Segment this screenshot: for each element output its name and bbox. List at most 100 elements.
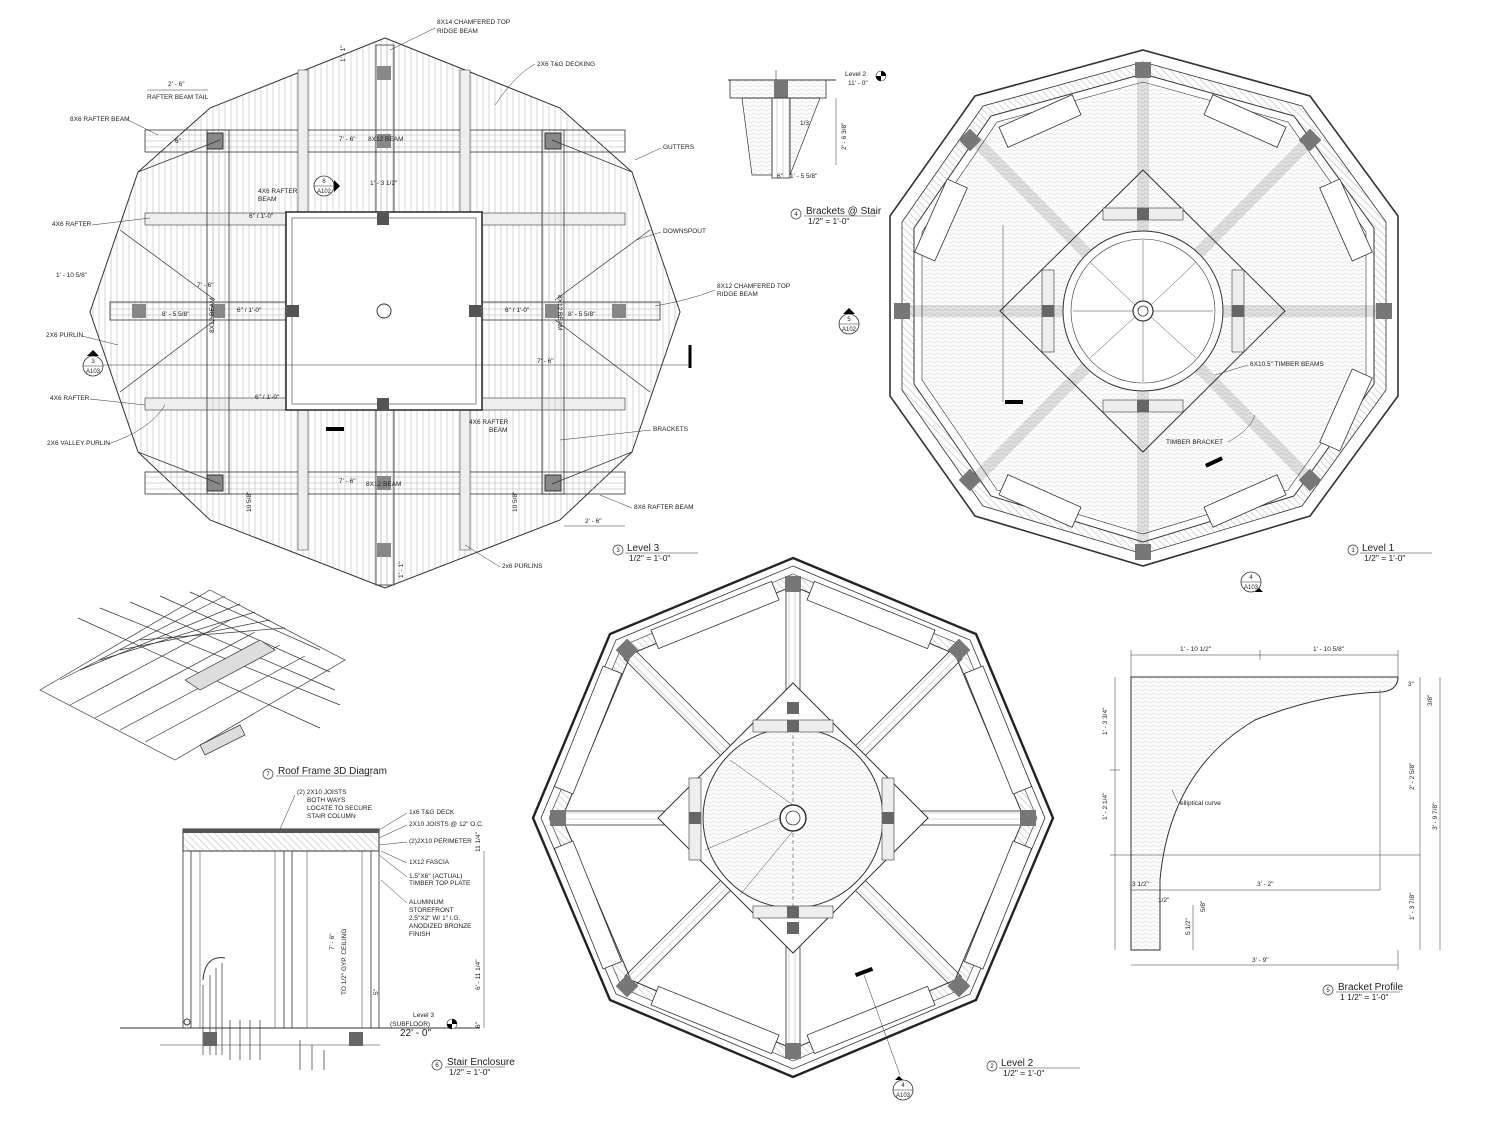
note-joists-both-2: BOTH WAYS: [307, 797, 346, 804]
stair-level-elev: 22' - 0": [400, 1028, 431, 1039]
bp-dim-3-12: 3 1/2": [1132, 881, 1149, 888]
note-store-4: ANODIZED BRONZE: [409, 923, 472, 930]
brackets-stair-detail: 2' - 6 3/8" 1' - 5 5/8" 6" 1/3 Level 2 1…: [728, 70, 887, 226]
section-tag-4a[interactable]: 4 A103: [1240, 571, 1263, 593]
title-level2-num: 2: [990, 1064, 994, 1070]
note-perimeter: (2)2X10 PERIMETER: [409, 838, 472, 845]
tag-3-sheet: A103: [86, 369, 101, 375]
title-level2-scale: 1/2" = 1'-0": [1003, 1068, 1044, 1078]
title-roof3d-num: 7: [266, 772, 270, 778]
title-bp-text: Bracket Profile: [1338, 982, 1403, 993]
dim-7-6-right: 7' - 6": [537, 358, 554, 365]
note-ridge-top-2: RIDGE BEAM: [437, 28, 478, 35]
label-beam-left: 8X12 BEAM: [209, 298, 216, 333]
note-4x6-rafter-beam-2: BEAM: [258, 196, 276, 203]
note-rafter-tail: RAFTER BEAM TAIL: [147, 94, 209, 101]
dim-8-5-right: 8' - 5 5/8": [568, 311, 596, 318]
stair-level-label: Level 2: [845, 71, 866, 78]
bp-dim-top-right: 1' - 10 5/8": [1313, 646, 1345, 653]
dim-2-6-top: 2' - 6": [168, 81, 185, 88]
section-tag-6[interactable]: 6 A102: [313, 175, 340, 197]
note-store-3: 2.5"X2" W/ 1" I.G.: [409, 915, 461, 922]
title-bp-scale: 1 1/2" = 1'-0": [1340, 992, 1389, 1002]
note-store-1: ALUMINUM: [409, 899, 444, 906]
stair-dim-6-11: 6' - 11 1/4": [475, 959, 482, 990]
title-level2: 2 Level 2 1/2" = 1'-0": [986, 1058, 1080, 1078]
stair-dim-7-6: 7' - 6": [329, 933, 336, 950]
title-brackets-stair: 4 Brackets @ Stair 1/2" = 1'-0": [790, 206, 882, 226]
note-4x6-rafter-b: 4X6 RAFTER: [50, 395, 90, 402]
stair-level-sub: (SUBFLOOR): [390, 1021, 430, 1028]
note-ridge-top: 8X14 CHAMFERED TOP: [437, 19, 510, 26]
bp-dim-58: 5/8": [1200, 900, 1207, 912]
title-roof3d: 7 Roof Frame 3D Diagram: [262, 766, 387, 780]
roof-frame-3d: 7 Roof Frame 3D Diagram: [39, 589, 387, 780]
tag-6-num: 6: [322, 179, 326, 185]
dim-6-1-0-r: 6" / 1'-0": [505, 307, 530, 314]
note-store-5: FINISH: [409, 931, 431, 938]
bp-dim-3: 3": [1408, 681, 1415, 688]
bp-dim-38: 3/8": [1427, 694, 1434, 706]
title-brackets-num: 4: [794, 212, 798, 218]
note-timber-beams: 6X10.5" TIMBER BEAMS: [1250, 361, 1324, 368]
dim-8-5-left: 8' - 5 5/8": [162, 311, 190, 318]
section-tag-5[interactable]: 5 A102: [838, 308, 860, 335]
dim-1-1-top: 1' - 1": [340, 45, 347, 62]
bp-dim-top-left: 1' - 10 1/2": [1180, 646, 1212, 653]
title-roof3d-text: Roof Frame 3D Diagram: [278, 766, 387, 777]
title-level3: 3 Level 3 1/2" = 1'-0": [612, 543, 698, 563]
dim-1-3: 1' - 3 1/2": [370, 180, 398, 187]
bp-dim-right-b: 3' - 9 7/8": [1432, 802, 1439, 830]
dim-6: 6": [175, 138, 182, 145]
section-tag-3[interactable]: 3 A103: [82, 350, 104, 377]
title-level3-num: 3: [616, 548, 620, 554]
label-beam-bottom: 8X12 BEAM: [366, 481, 401, 488]
note-deck: 1x6 T&G DECK: [409, 809, 455, 816]
note-4x6-rafter-beam: 4X6 RAFTER: [258, 188, 298, 195]
bp-dim-right-a: 2' - 2 5/8": [1409, 762, 1416, 790]
bp-dim-3-9: 3' - 9": [1252, 957, 1269, 964]
stair-dim-11-14: 11 1/4": [475, 831, 482, 852]
title-stair-text: Stair Enclosure: [447, 1057, 515, 1068]
dim-2-6-bot: 2' - 6": [585, 518, 602, 525]
stair-dim-3: 6": [777, 173, 784, 180]
dim-6-1-0-c: 6" / 1'-0": [255, 394, 280, 401]
dim-1-10: 1' - 10 5/8": [56, 272, 88, 279]
stair-dim-4: 1/3: [800, 120, 809, 127]
tag-4b-num: 4: [901, 1083, 905, 1089]
dim-7-6-bot: 7' - 6": [339, 478, 356, 485]
title-bracket-profile: 5 Bracket Profile 1 1/2" = 1'-0": [1322, 982, 1403, 1002]
note-gutters: GUTTERS: [663, 144, 695, 151]
title-level3-text: Level 3: [627, 543, 660, 554]
bp-dim-left-lower: 1' - 2 1/4": [1102, 792, 1109, 820]
note-store-2: STOREFRONT: [409, 907, 454, 914]
note-purlin: 2X6 PURLIN: [46, 332, 84, 339]
title-stair-scale: 1/2" = 1'-0": [449, 1067, 490, 1077]
note-downspout: DOWNSPOUT: [663, 228, 706, 235]
dim-7-6-top: 7' - 6": [339, 136, 356, 143]
note-joists-both-3: LOCATE TO SECURE: [307, 805, 373, 812]
note-ridge-right: 8X12 CHAMFERED TOP: [717, 283, 790, 290]
level3-plan: 8X14 CHAMFERED TOP RIDGE BEAM 2X6 T&G DE…: [46, 19, 790, 589]
note-joists-both: (2) 2X10 JOISTS: [297, 789, 347, 796]
note-joists-both-4: STAIR COLUMN: [307, 813, 356, 820]
tag-4a-num: 4: [1249, 575, 1253, 581]
bp-dim-left-upper: 1' - 3 3/4": [1102, 707, 1109, 735]
title-stair-num: 6: [435, 1063, 439, 1069]
note-ridge-right-2: RIDGE BEAM: [717, 291, 758, 298]
title-brackets-text: Brackets @ Stair: [806, 206, 882, 217]
dim-10-5-l: 10 5/8": [246, 491, 253, 512]
stair-enclosure-section: (2) 2X10 JOISTS BOTH WAYS LOCATE TO SECU…: [120, 789, 515, 1077]
title-level1: 1 Level 1 1/2" = 1'-0": [1347, 543, 1432, 563]
title-level1-scale: 1/2" = 1'-0": [1364, 553, 1405, 563]
level2-plan: 4 A103 2 Level 2 1/2" = 1'-0": [531, 556, 1080, 1101]
bp-dim-5-12: 5 1/2": [1185, 918, 1192, 935]
note-timber-bracket: TIMBER BRACKET: [1166, 439, 1223, 446]
note-plate: 1.5"X6" (ACTUAL): [409, 873, 462, 880]
section-tag-4b[interactable]: 4 A103: [892, 1076, 914, 1101]
title-level1-num: 1: [1351, 548, 1355, 554]
title-level1-text: Level 1: [1362, 543, 1395, 554]
stair-level: Level 3: [413, 1012, 434, 1019]
dim-1-1: 1' - 1": [398, 561, 405, 578]
note-rafter-beam-mid: 4X6 RAFTER: [469, 419, 509, 426]
